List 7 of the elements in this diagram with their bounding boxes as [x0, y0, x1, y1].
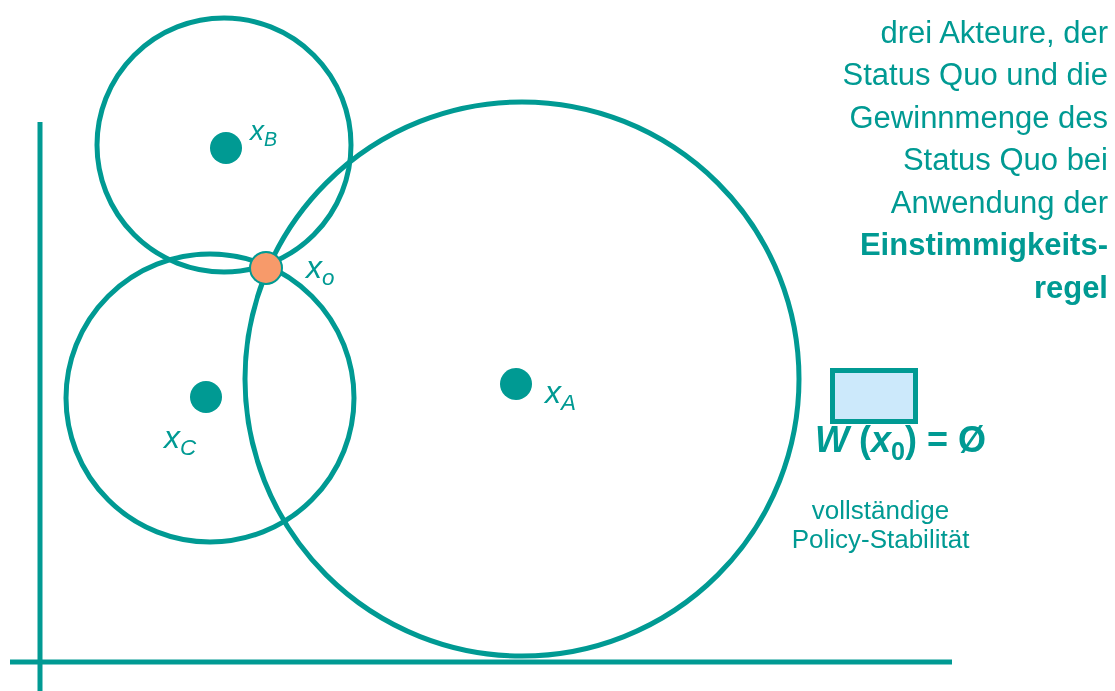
point-label: x$_{o}$	[306, 250, 335, 291]
point-label: x$_{B}$	[250, 116, 278, 151]
point-label: x$_{A}$	[545, 375, 576, 416]
legend-text: W (x$_{0}$) = Ø	[815, 420, 987, 466]
note-text: vollständige Policy-Stabilität	[790, 496, 971, 554]
point-label: x$_{C}$	[164, 420, 197, 461]
description-text: drei Akteure, der Status Quo und die Gewinnmenge des Status Quo bei Anwendung der Einstimmigkeits-regel	[841, 14, 1108, 307]
